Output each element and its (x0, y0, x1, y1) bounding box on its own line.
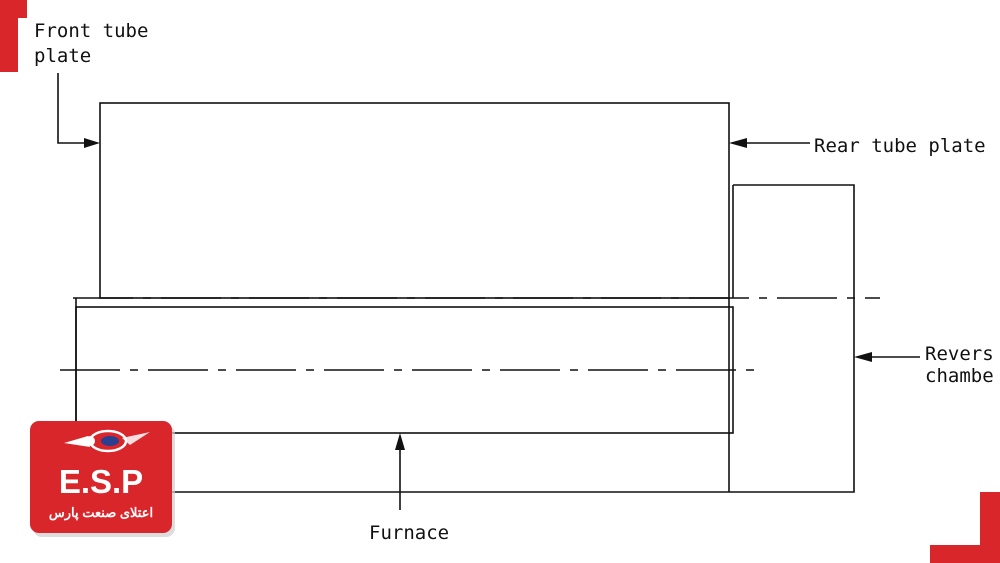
front-tube-plate-arrow-icon (84, 138, 100, 148)
front-tube-plate-label-line2: plate (34, 45, 91, 67)
front-tube-plate-label-line1: Front tube (34, 20, 148, 42)
furnace-label: Furnace (369, 522, 449, 544)
furnace-arrow-icon (395, 433, 405, 450)
upper-shell (99, 102, 730, 299)
corner-accent-top-left (0, 0, 27, 72)
reversal-chamber-label-line1: Revers (925, 343, 994, 365)
logo-emblem-icon (64, 429, 150, 453)
rear-tube-plate-label: Rear tube plate (814, 135, 986, 157)
logo-name: E.S.P (59, 463, 143, 500)
esp-logo: E.S.P اعتلای صنعت پارس (30, 421, 175, 537)
corner-accent-bottom-right (930, 492, 1000, 563)
logo-tagline: اعتلای صنعت پارس (49, 505, 153, 521)
reversal-chamber-arrow-icon (854, 352, 872, 362)
rear-tube-plate-arrow-icon (729, 138, 747, 148)
front-tube-plate-leader (57, 73, 86, 144)
reversal-chamber-label-line2: chambe (925, 365, 994, 387)
reversal-chamber (729, 184, 855, 493)
